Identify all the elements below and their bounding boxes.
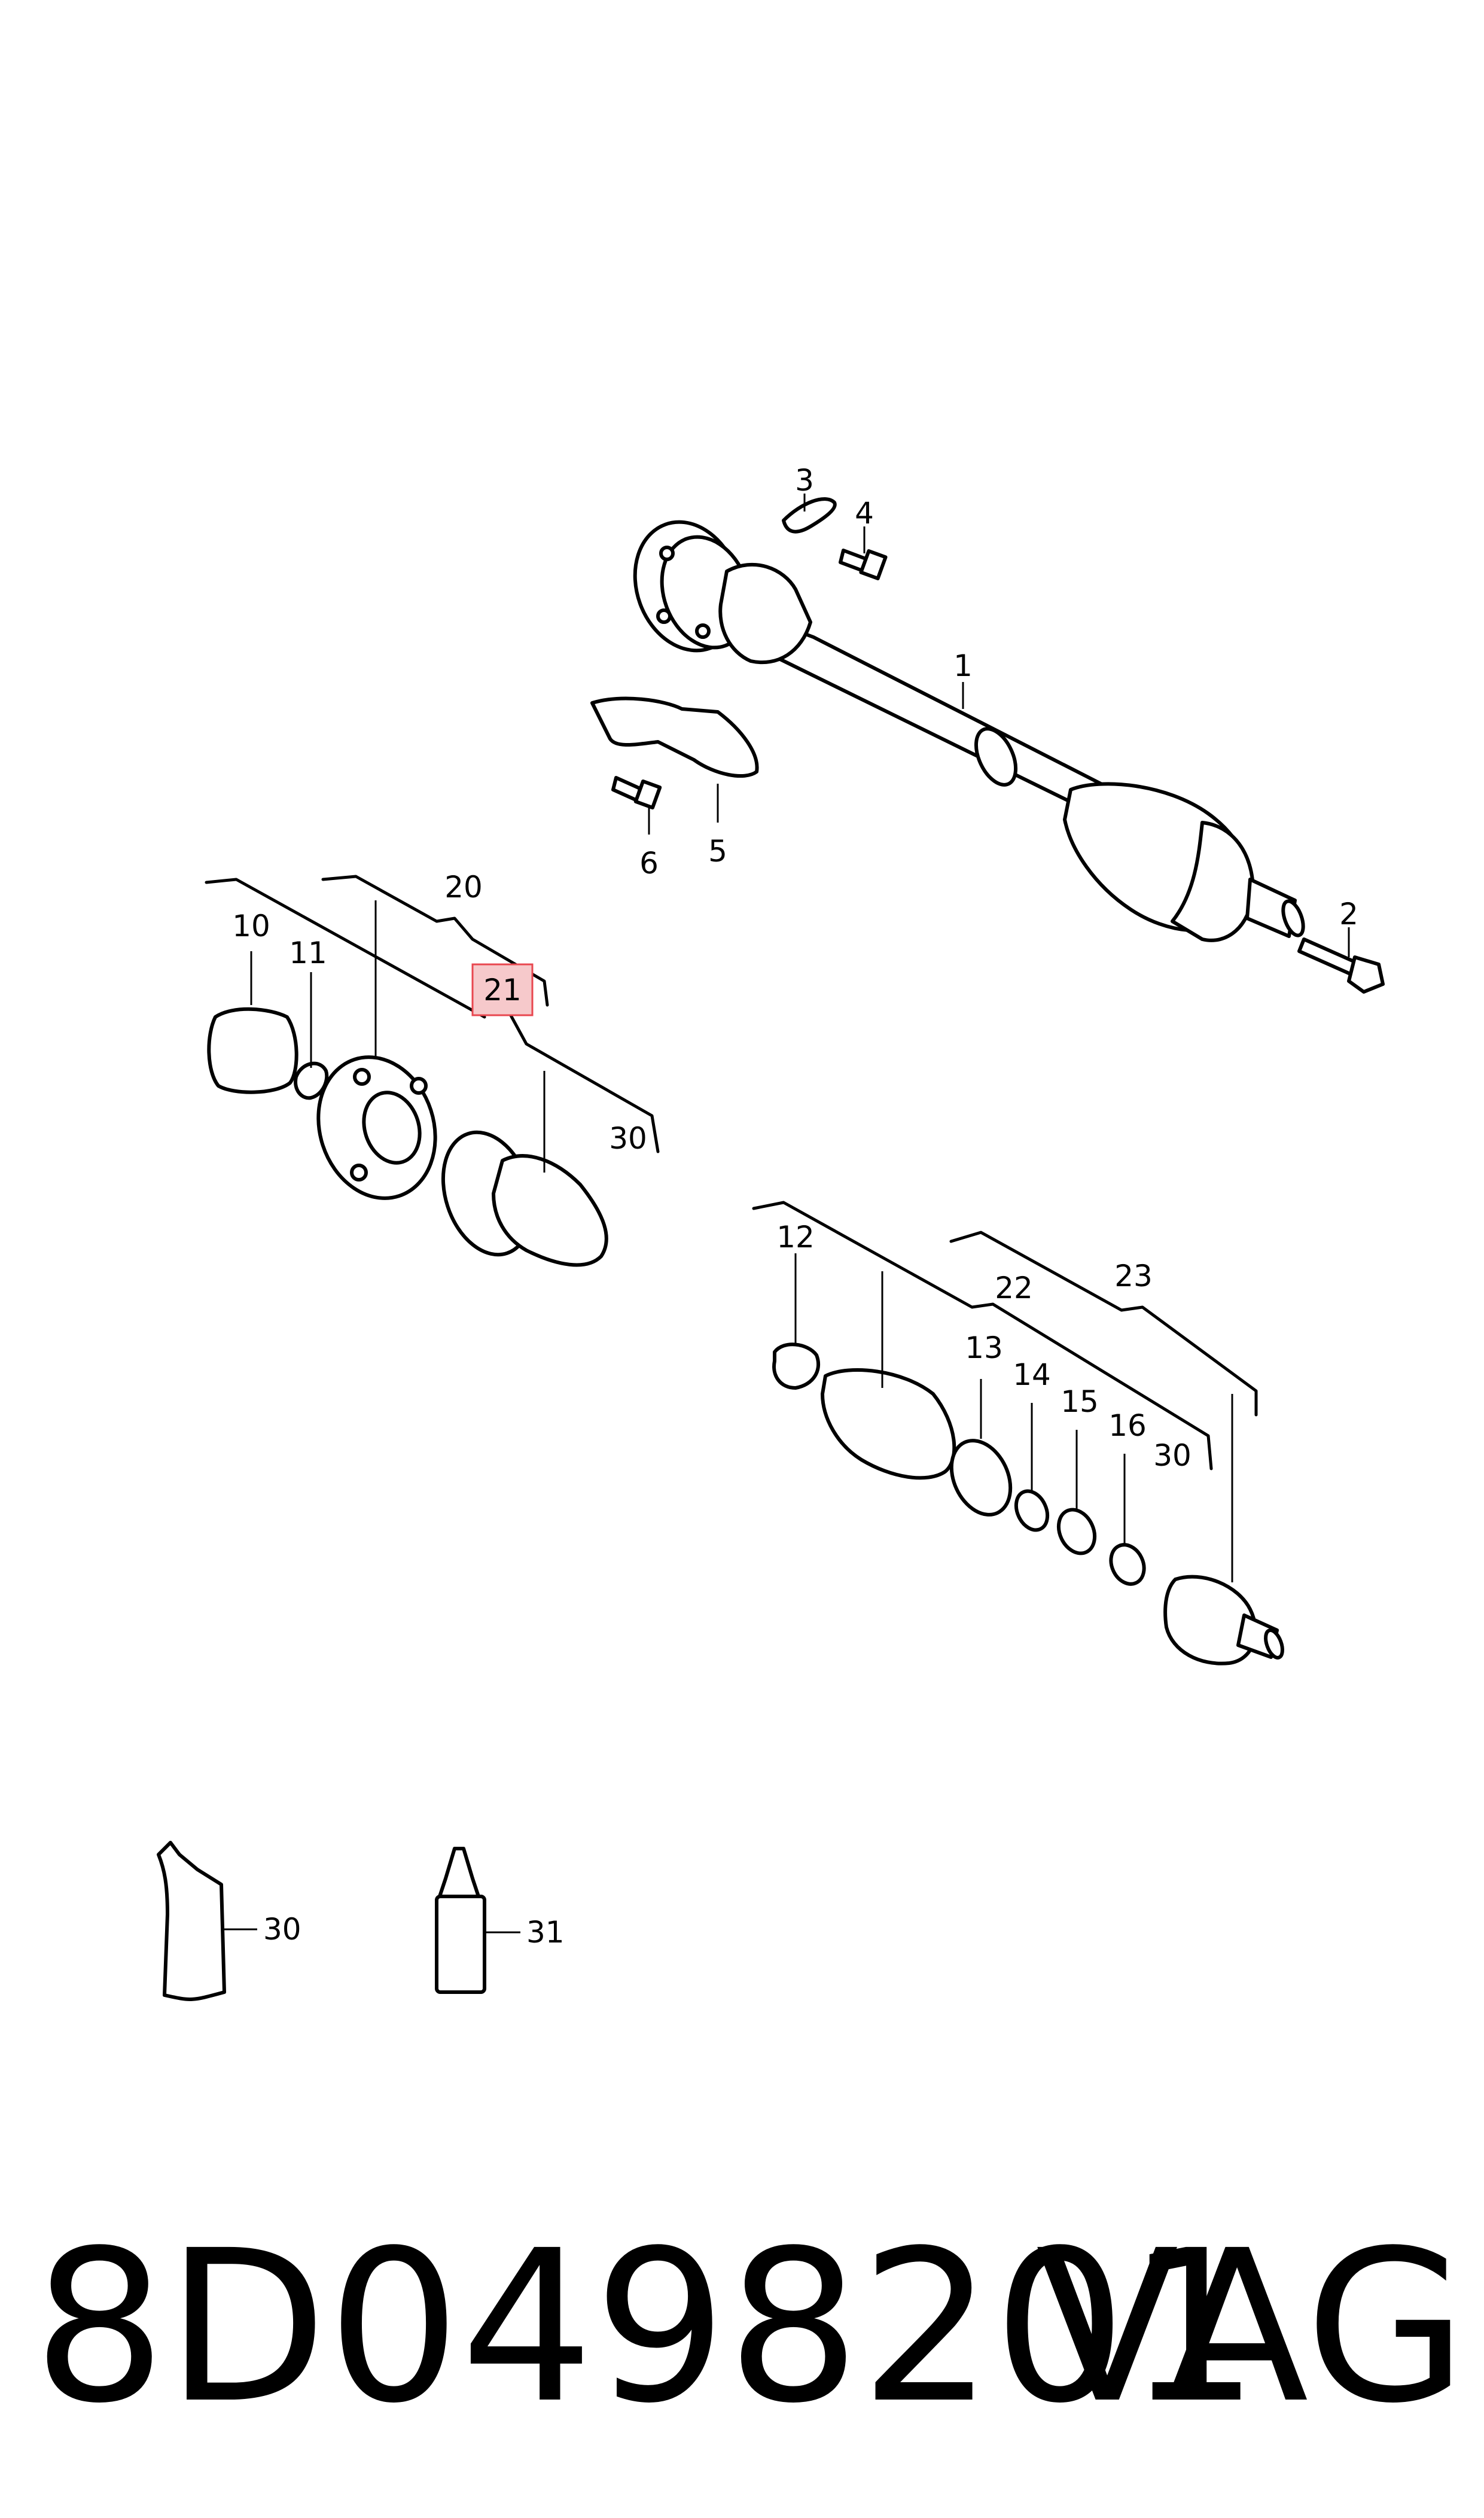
callout-30-grease: 30 bbox=[263, 1912, 301, 1947]
callout-31: 31 bbox=[526, 1915, 565, 1950]
highlight-box-21 bbox=[471, 963, 534, 1016]
callout-2: 2 bbox=[1339, 897, 1358, 931]
callout-5: 5 bbox=[708, 834, 727, 869]
boot-part-22 bbox=[821, 1368, 956, 1480]
brand-name: VAG bbox=[1035, 2205, 1467, 2449]
clamp-part-13 bbox=[949, 1439, 1013, 1517]
grease-tube-part-30 bbox=[157, 1841, 226, 2001]
leader-lines bbox=[205, 494, 1350, 1934]
cv-joint-part-20 bbox=[316, 1055, 437, 1200]
callout-13: 13 bbox=[965, 1330, 1003, 1365]
circlip-part-16 bbox=[1109, 1543, 1146, 1586]
cv-joint-part-23 bbox=[1163, 1575, 1284, 1666]
callout-labels: 3 4 1 2 6 5 20 10 11 21 30 12 23 22 13 1… bbox=[232, 463, 1358, 1950]
callout-21: 21 bbox=[483, 973, 522, 1007]
sealant-bottle-part-31 bbox=[435, 1847, 486, 1994]
callout-11: 11 bbox=[289, 936, 327, 970]
bolt-part-2 bbox=[1297, 937, 1385, 994]
callout-23: 23 bbox=[1114, 1259, 1153, 1293]
callout-1: 1 bbox=[953, 648, 973, 683]
circlip-part-3 bbox=[782, 497, 837, 534]
callout-10: 10 bbox=[232, 909, 270, 943]
callout-14: 14 bbox=[1013, 1357, 1051, 1392]
callout-30-right-kit: 30 bbox=[1153, 1438, 1192, 1473]
gasket-part-10 bbox=[207, 1007, 298, 1094]
callout-16: 16 bbox=[1108, 1408, 1147, 1443]
callout-4: 4 bbox=[855, 496, 874, 531]
callout-6: 6 bbox=[639, 846, 659, 881]
callout-20: 20 bbox=[444, 870, 483, 905]
boot-assembly-part-21 bbox=[441, 1130, 608, 1267]
clamp-part-12 bbox=[772, 1342, 821, 1390]
callout-12: 12 bbox=[776, 1220, 815, 1255]
callout-3: 3 bbox=[795, 463, 814, 498]
bolt-part-4 bbox=[839, 549, 888, 580]
callout-30-left-kit: 30 bbox=[609, 1121, 647, 1156]
heat-shield-part-5 bbox=[590, 696, 759, 778]
ring-part-15 bbox=[1056, 1508, 1097, 1555]
bolt-part-6 bbox=[611, 776, 662, 810]
callout-22: 22 bbox=[995, 1271, 1033, 1305]
callout-15: 15 bbox=[1061, 1384, 1099, 1419]
part-number: 8D0498201 bbox=[33, 2205, 1260, 2449]
drive-shaft-part-1 bbox=[633, 520, 1305, 942]
ring-part-14 bbox=[1014, 1489, 1050, 1532]
